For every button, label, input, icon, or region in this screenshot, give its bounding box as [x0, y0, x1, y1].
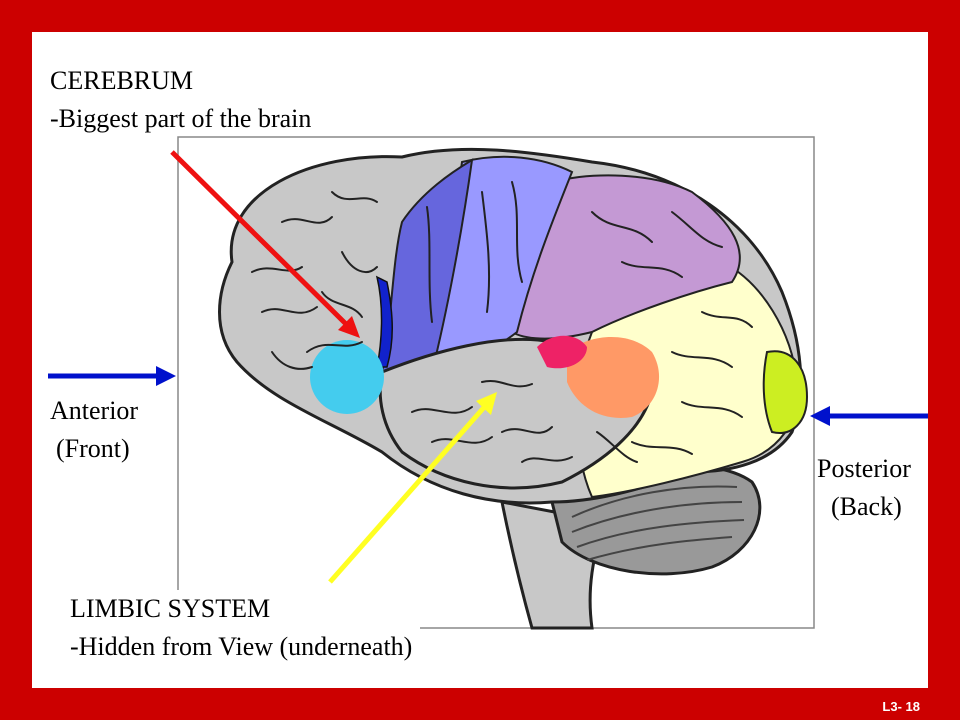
anterior-text: Anterior — [50, 396, 139, 425]
angular-area — [537, 335, 587, 369]
cerebrum-title: CEREBRUM — [50, 66, 194, 95]
limbic-arrow-head — [476, 392, 497, 415]
posterior-label: Posterior (Back) — [817, 450, 911, 526]
cerebrum-label: CEREBRUM -Biggest part of the brain — [50, 62, 311, 138]
cerebrum-description: -Biggest part of the brain — [50, 104, 312, 133]
cerebrum-arrow-head — [338, 316, 360, 338]
slide-number: L3- 18 — [882, 699, 920, 714]
limbic-label: LIMBIC SYSTEM -Hidden from View (underne… — [70, 590, 421, 666]
visual-area — [762, 350, 809, 434]
slide: CEREBRUM -Biggest part of the brain Ante… — [32, 32, 928, 688]
anterior-sub: (Front) — [56, 434, 130, 463]
brain-folds — [251, 181, 753, 463]
anterior-label: Anterior (Front) — [50, 392, 138, 468]
broca-area — [310, 340, 384, 414]
limbic-arrow-shaft — [328, 402, 489, 584]
posterior-sub: (Back) — [831, 492, 902, 521]
limbic-title: LIMBIC SYSTEM — [70, 594, 271, 623]
limbic-description: -Hidden from View (underneath) — [70, 632, 413, 661]
cerebellum-folds — [571, 485, 745, 561]
brain-diagram — [48, 136, 928, 630]
image-frame — [177, 136, 815, 629]
posterior-text: Posterior — [817, 454, 911, 483]
premotor-strip — [375, 275, 393, 368]
cerebrum-arrow-shaft — [170, 150, 352, 330]
wernicke-area — [567, 337, 660, 418]
posterior-arrow-head — [810, 406, 830, 426]
anterior-arrow-head — [156, 366, 176, 386]
